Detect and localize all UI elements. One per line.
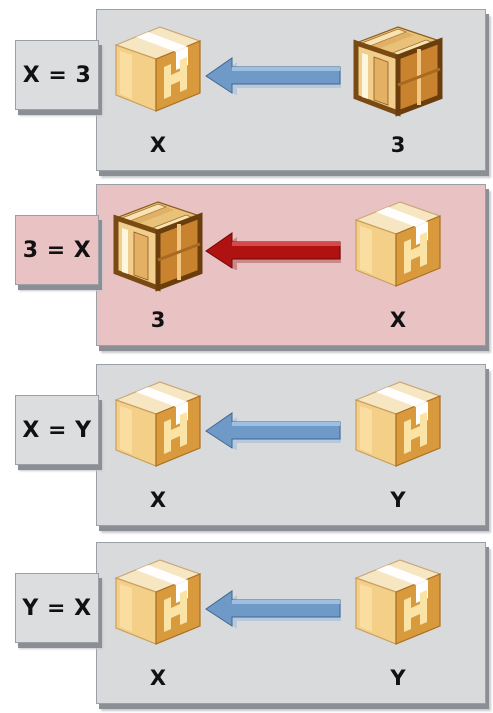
left-arrow-icon — [205, 412, 341, 450]
right-object-label: Y — [390, 666, 406, 690]
crate-icon — [108, 194, 208, 294]
left-object-label: X — [149, 666, 167, 690]
equation-panel-1: X = 3 X 3 — [0, 5, 493, 180]
box-icon — [115, 381, 201, 467]
box-icon — [355, 201, 441, 287]
right-object-label: 3 — [390, 133, 406, 157]
left-arrow-icon — [205, 232, 341, 270]
right-object-label: Y — [390, 488, 406, 512]
box-icon — [115, 559, 201, 645]
left-object-label: X — [149, 488, 167, 512]
equation-panel-4: Y = X X Y — [0, 538, 493, 713]
equation-panel-2: 3 = X 3 X — [0, 180, 493, 355]
left-arrow-icon — [205, 590, 341, 628]
equation-label: 3 = X — [15, 215, 99, 285]
box-icon — [355, 559, 441, 645]
box-icon — [115, 26, 201, 112]
left-object-label: 3 — [150, 308, 166, 332]
equation-panel-3: X = Y X Y — [0, 360, 493, 535]
equation-label: X = Y — [15, 395, 99, 465]
left-object-label: X — [149, 133, 167, 157]
box-icon — [355, 381, 441, 467]
equation-label: X = 3 — [15, 40, 99, 110]
left-arrow-icon — [205, 57, 341, 95]
crate-icon — [348, 19, 448, 119]
right-object-label: X — [389, 308, 407, 332]
equation-label: Y = X — [15, 573, 99, 643]
